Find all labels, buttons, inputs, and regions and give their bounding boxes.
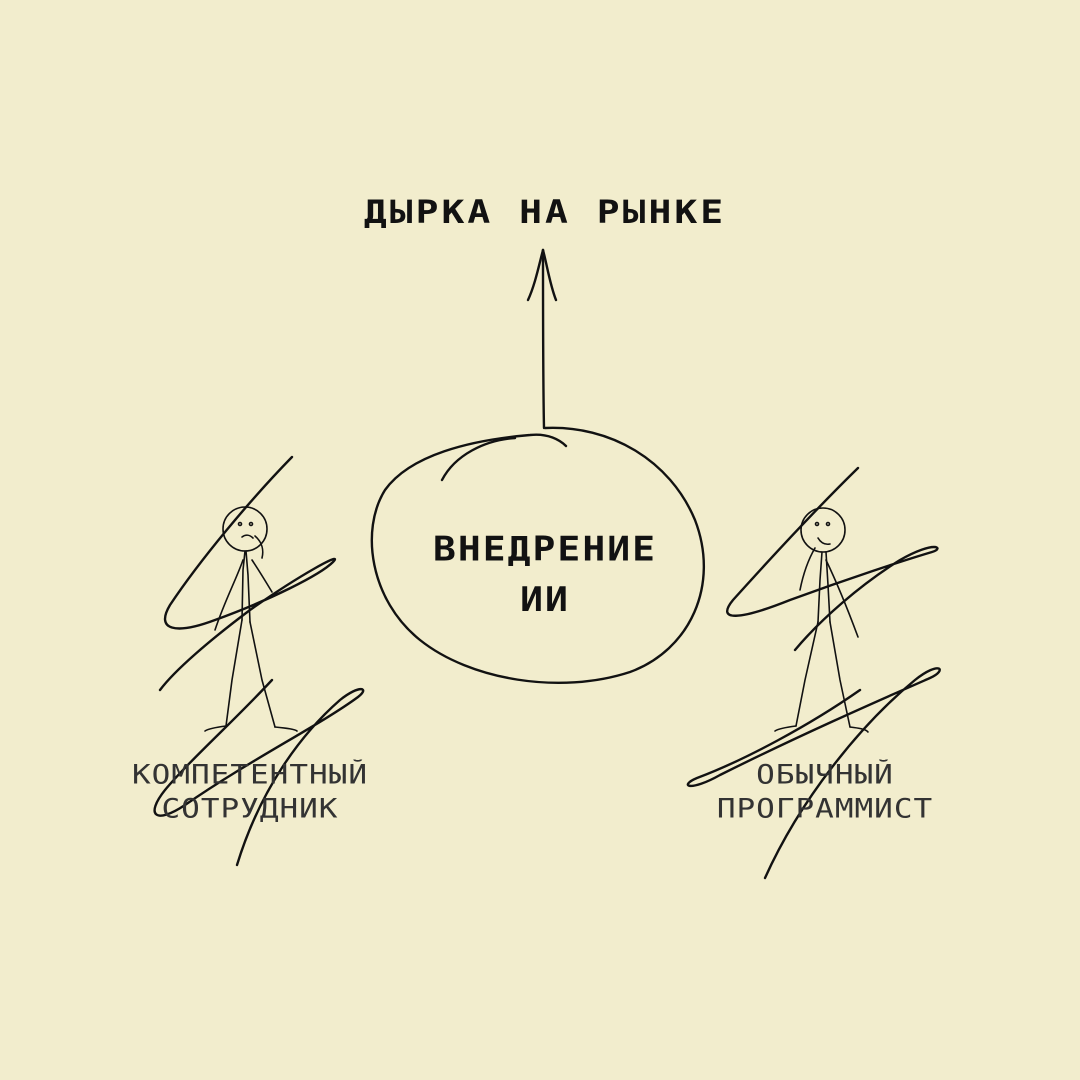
- ordinary-programmer-label: ОБЫЧНЫЙ ПРОГРАММИСТ: [690, 758, 960, 826]
- scribble-cross-out-icon: [153, 455, 365, 867]
- arrow-up-icon: [526, 248, 558, 430]
- competent-employee-line1: КОМПЕТЕНТНЫЙ: [132, 759, 368, 791]
- stick-figure-icon: [774, 507, 869, 733]
- scribble-cross-out-icon: [686, 466, 941, 880]
- ai-adoption-label: ВНЕДРЕНИЕ ИИ: [410, 524, 680, 625]
- right-person-figure: [686, 466, 941, 880]
- market-hole-label: ДЫРКА НА РЫНКЕ: [363, 193, 727, 231]
- competent-employee-line2: СОТРУДНИК: [161, 793, 339, 825]
- competent-employee-label: КОМПЕТЕНТНЫЙ СОТРУДНИК: [110, 758, 390, 826]
- ai-adoption-label-line2: ИИ: [520, 579, 570, 619]
- ordinary-programmer-line1: ОБЫЧНЫЙ: [756, 759, 894, 791]
- left-person-figure: [153, 455, 365, 867]
- ordinary-programmer-line2: ПРОГРАММИСТ: [716, 793, 934, 825]
- ai-adoption-label-line1: ВНЕДРЕНИЕ: [433, 529, 657, 569]
- center-circle: [370, 426, 705, 685]
